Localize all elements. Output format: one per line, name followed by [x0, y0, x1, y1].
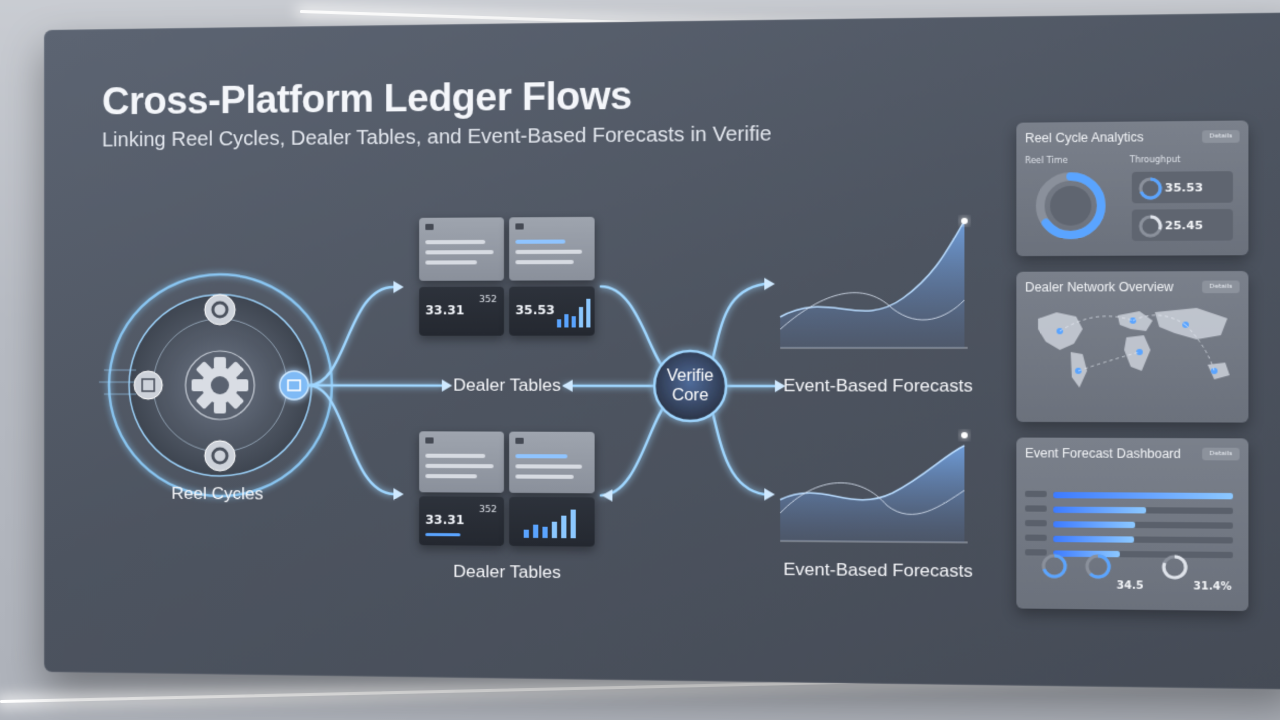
dealer-network-overview-panel[interactable]: Dealer Network Overview Details	[1016, 270, 1249, 423]
throughput-label: Throughput	[1129, 154, 1181, 165]
dealer-card-stats-2[interactable]: 35.53	[509, 286, 595, 336]
card-row	[425, 474, 478, 479]
arrow-head	[393, 280, 404, 294]
reel-cycle-analytics-panel[interactable]: Reel Cycle Analytics Details Reel Time T…	[1016, 120, 1249, 257]
panel-title: Dealer Network Overview	[1025, 279, 1174, 295]
forecast-label-top: Event-Based Forecasts	[783, 375, 973, 396]
card-header-marker	[515, 437, 524, 444]
card-row	[425, 250, 494, 255]
card-row	[425, 239, 486, 245]
card-header-marker	[425, 223, 434, 231]
event-forecast-dashboard-panel[interactable]: Event Forecast Dashboard Details 34.5 31…	[1016, 437, 1249, 612]
panel-details-button[interactable]: Details	[1202, 280, 1240, 294]
forecast-bar	[1053, 521, 1136, 529]
dealer-card-list-3[interactable]	[419, 431, 504, 493]
forecast-bar	[1053, 491, 1233, 500]
card-bar-chart	[557, 297, 591, 328]
arrow-head	[764, 277, 775, 291]
reel-cycles-label: Reel Cycles	[171, 483, 264, 504]
card-row	[515, 454, 568, 459]
page-subtitle: Linking Reel Cycles, Dealer Tables, and …	[102, 122, 772, 152]
card-row	[515, 249, 583, 255]
presentation-board: Cross-Platform Ledger Flows Linking Reel…	[44, 12, 1280, 690]
forecast-row-marker	[1025, 534, 1047, 541]
card-value-secondary: 352	[479, 504, 497, 516]
flow-core-to-chart-bottom	[711, 407, 764, 495]
card-row	[515, 259, 574, 265]
card-row	[515, 464, 583, 469]
flow-card-top-to-core	[601, 286, 669, 375]
reel-time-label: Reel Time	[1025, 155, 1068, 166]
panel-title: Reel Cycle Analytics	[1025, 129, 1144, 146]
dealer-card-list-1[interactable]	[419, 217, 504, 281]
card-row	[425, 453, 486, 459]
forecast-chart-top	[780, 217, 967, 348]
dealer-tables-label-bottom: Dealer Tables	[453, 561, 561, 583]
page-title: Cross-Platform Ledger Flows	[102, 75, 632, 124]
forecast-row-marker	[1025, 505, 1047, 512]
calendar-icon[interactable]	[280, 371, 309, 399]
dealer-tables-label-mid: Dealer Tables	[453, 375, 561, 395]
throughput-stat-2: 25.45	[1131, 208, 1233, 242]
forecast-bar	[1053, 535, 1134, 543]
forecast-label-bottom: Event-Based Forecasts	[783, 559, 973, 581]
arrow-head	[393, 488, 404, 501]
dealer-card-list-2[interactable]	[509, 216, 595, 281]
forecast-row-marker	[1025, 549, 1047, 556]
card-value: 33.31	[425, 512, 465, 528]
card-row	[425, 463, 494, 469]
flow-card-bottom-to-core	[601, 399, 669, 496]
sync-node-icon[interactable]	[205, 441, 235, 471]
reel-cycles-hub[interactable]	[109, 274, 332, 497]
forecast-bar-list	[1016, 438, 1248, 565]
card-value: 33.31	[425, 303, 465, 318]
forecast-bar	[1053, 506, 1147, 514]
motion-streaks	[99, 370, 136, 394]
arrow-head	[562, 379, 573, 392]
dealer-card-stats-4[interactable]	[509, 496, 595, 547]
gear-icon	[186, 351, 255, 420]
forecast-row-marker	[1025, 519, 1047, 527]
card-row	[425, 260, 478, 265]
document-icon[interactable]	[134, 371, 162, 399]
kpi-value-2: 31.4%	[1193, 581, 1232, 593]
core-label-line-1: Verifie	[666, 367, 714, 385]
arrow-head	[601, 489, 613, 502]
card-header-marker	[425, 437, 434, 444]
arrow-head	[441, 379, 453, 392]
card-row	[515, 239, 566, 244]
flow-hub-to-dealer-top	[308, 287, 393, 385]
card-progress-bar	[425, 532, 461, 537]
kpi-value-1: 34.5	[1116, 580, 1144, 593]
arrow-head	[764, 488, 775, 501]
core-label-line-2: Core	[671, 386, 709, 405]
forecast-row-marker	[1025, 490, 1047, 498]
stat-value: 35.53	[1164, 180, 1203, 195]
card-value-secondary: 352	[479, 294, 497, 306]
card-bar-chart	[523, 507, 591, 539]
stat-value: 25.45	[1164, 218, 1203, 233]
dealer-card-stats-3[interactable]: 33.31 352	[419, 496, 504, 546]
forecast-bar	[1053, 550, 1120, 558]
forecast-chart-bottom	[780, 432, 967, 543]
panel-details-button[interactable]: Details	[1202, 130, 1240, 143]
throughput-stat-1: 35.53	[1131, 171, 1233, 204]
dealer-card-stats-1[interactable]: 33.31 352	[419, 286, 504, 336]
card-value: 35.53	[515, 302, 555, 318]
flow-core-to-chart-top	[711, 284, 764, 365]
settings-node-icon[interactable]	[205, 295, 235, 325]
card-row	[515, 474, 574, 479]
flow-hub-to-dealer-bottom	[308, 385, 393, 494]
dealer-card-list-4[interactable]	[509, 431, 595, 494]
card-header-marker	[515, 223, 524, 230]
